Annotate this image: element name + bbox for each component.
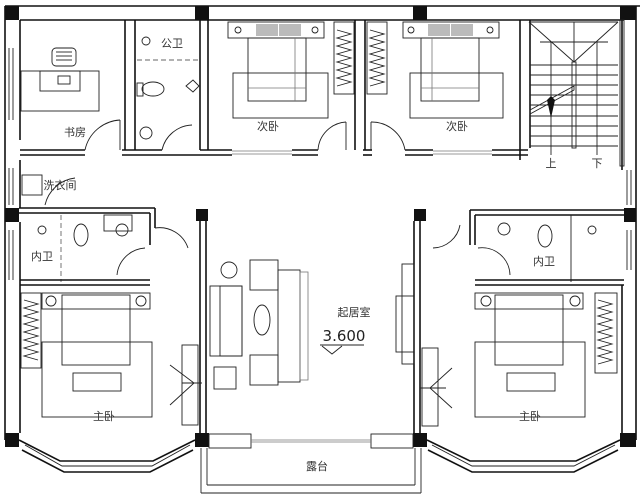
urinal-icon	[185, 79, 200, 93]
staircase	[528, 19, 625, 167]
toilet-icon	[141, 81, 165, 97]
bed-icon	[474, 292, 586, 418]
washing-machine-icon	[21, 174, 43, 196]
sink-icon	[497, 222, 511, 236]
second-bedroom-2-room	[363, 20, 528, 160]
structural-columns	[5, 6, 636, 447]
light-fixture-icon	[169, 364, 202, 406]
wardrobe-icon	[594, 292, 618, 374]
elevation-marker-icon	[320, 344, 364, 355]
sink-icon	[139, 126, 153, 140]
desk-icon	[20, 70, 100, 112]
stair-treads	[530, 64, 618, 147]
bed-icon	[227, 21, 329, 119]
second-bedroom-1-room	[200, 20, 356, 156]
chair-icon	[51, 47, 77, 67]
public-bathroom	[122, 20, 201, 156]
wardrobe-icon	[366, 21, 388, 95]
sink-icon	[115, 223, 129, 237]
bed-icon	[41, 292, 153, 418]
tv-cabinet-icon	[395, 263, 415, 365]
toilet-icon	[537, 224, 553, 248]
sofa-set-icon	[209, 259, 309, 390]
ensuite-right-room	[432, 209, 624, 286]
master-bedroom-right-room	[420, 285, 623, 473]
wardrobe-icon	[333, 21, 355, 95]
plant-icon	[220, 261, 238, 279]
terrace-area	[200, 433, 422, 494]
wardrobe-icon	[20, 292, 42, 369]
bed-icon	[402, 21, 504, 119]
side-table-icon	[213, 366, 237, 390]
shower-icon	[141, 36, 151, 46]
ensuite-left-room	[19, 208, 189, 286]
coffee-table-icon	[253, 304, 271, 336]
shower-icon	[587, 225, 597, 235]
laundry-room	[19, 160, 155, 214]
living-room-area	[199, 221, 421, 433]
light-fixture-icon	[420, 367, 453, 409]
study-room	[20, 20, 126, 156]
tv-cabinet-icon	[421, 347, 439, 427]
up-arrow-icon	[547, 96, 555, 118]
master-bedroom-left-room	[18, 285, 202, 473]
stair-break-line	[529, 85, 575, 115]
exterior-walls	[4, 5, 640, 440]
toilet-icon	[73, 223, 89, 247]
shower-icon	[37, 225, 47, 235]
tv-cabinet-icon	[181, 344, 199, 426]
